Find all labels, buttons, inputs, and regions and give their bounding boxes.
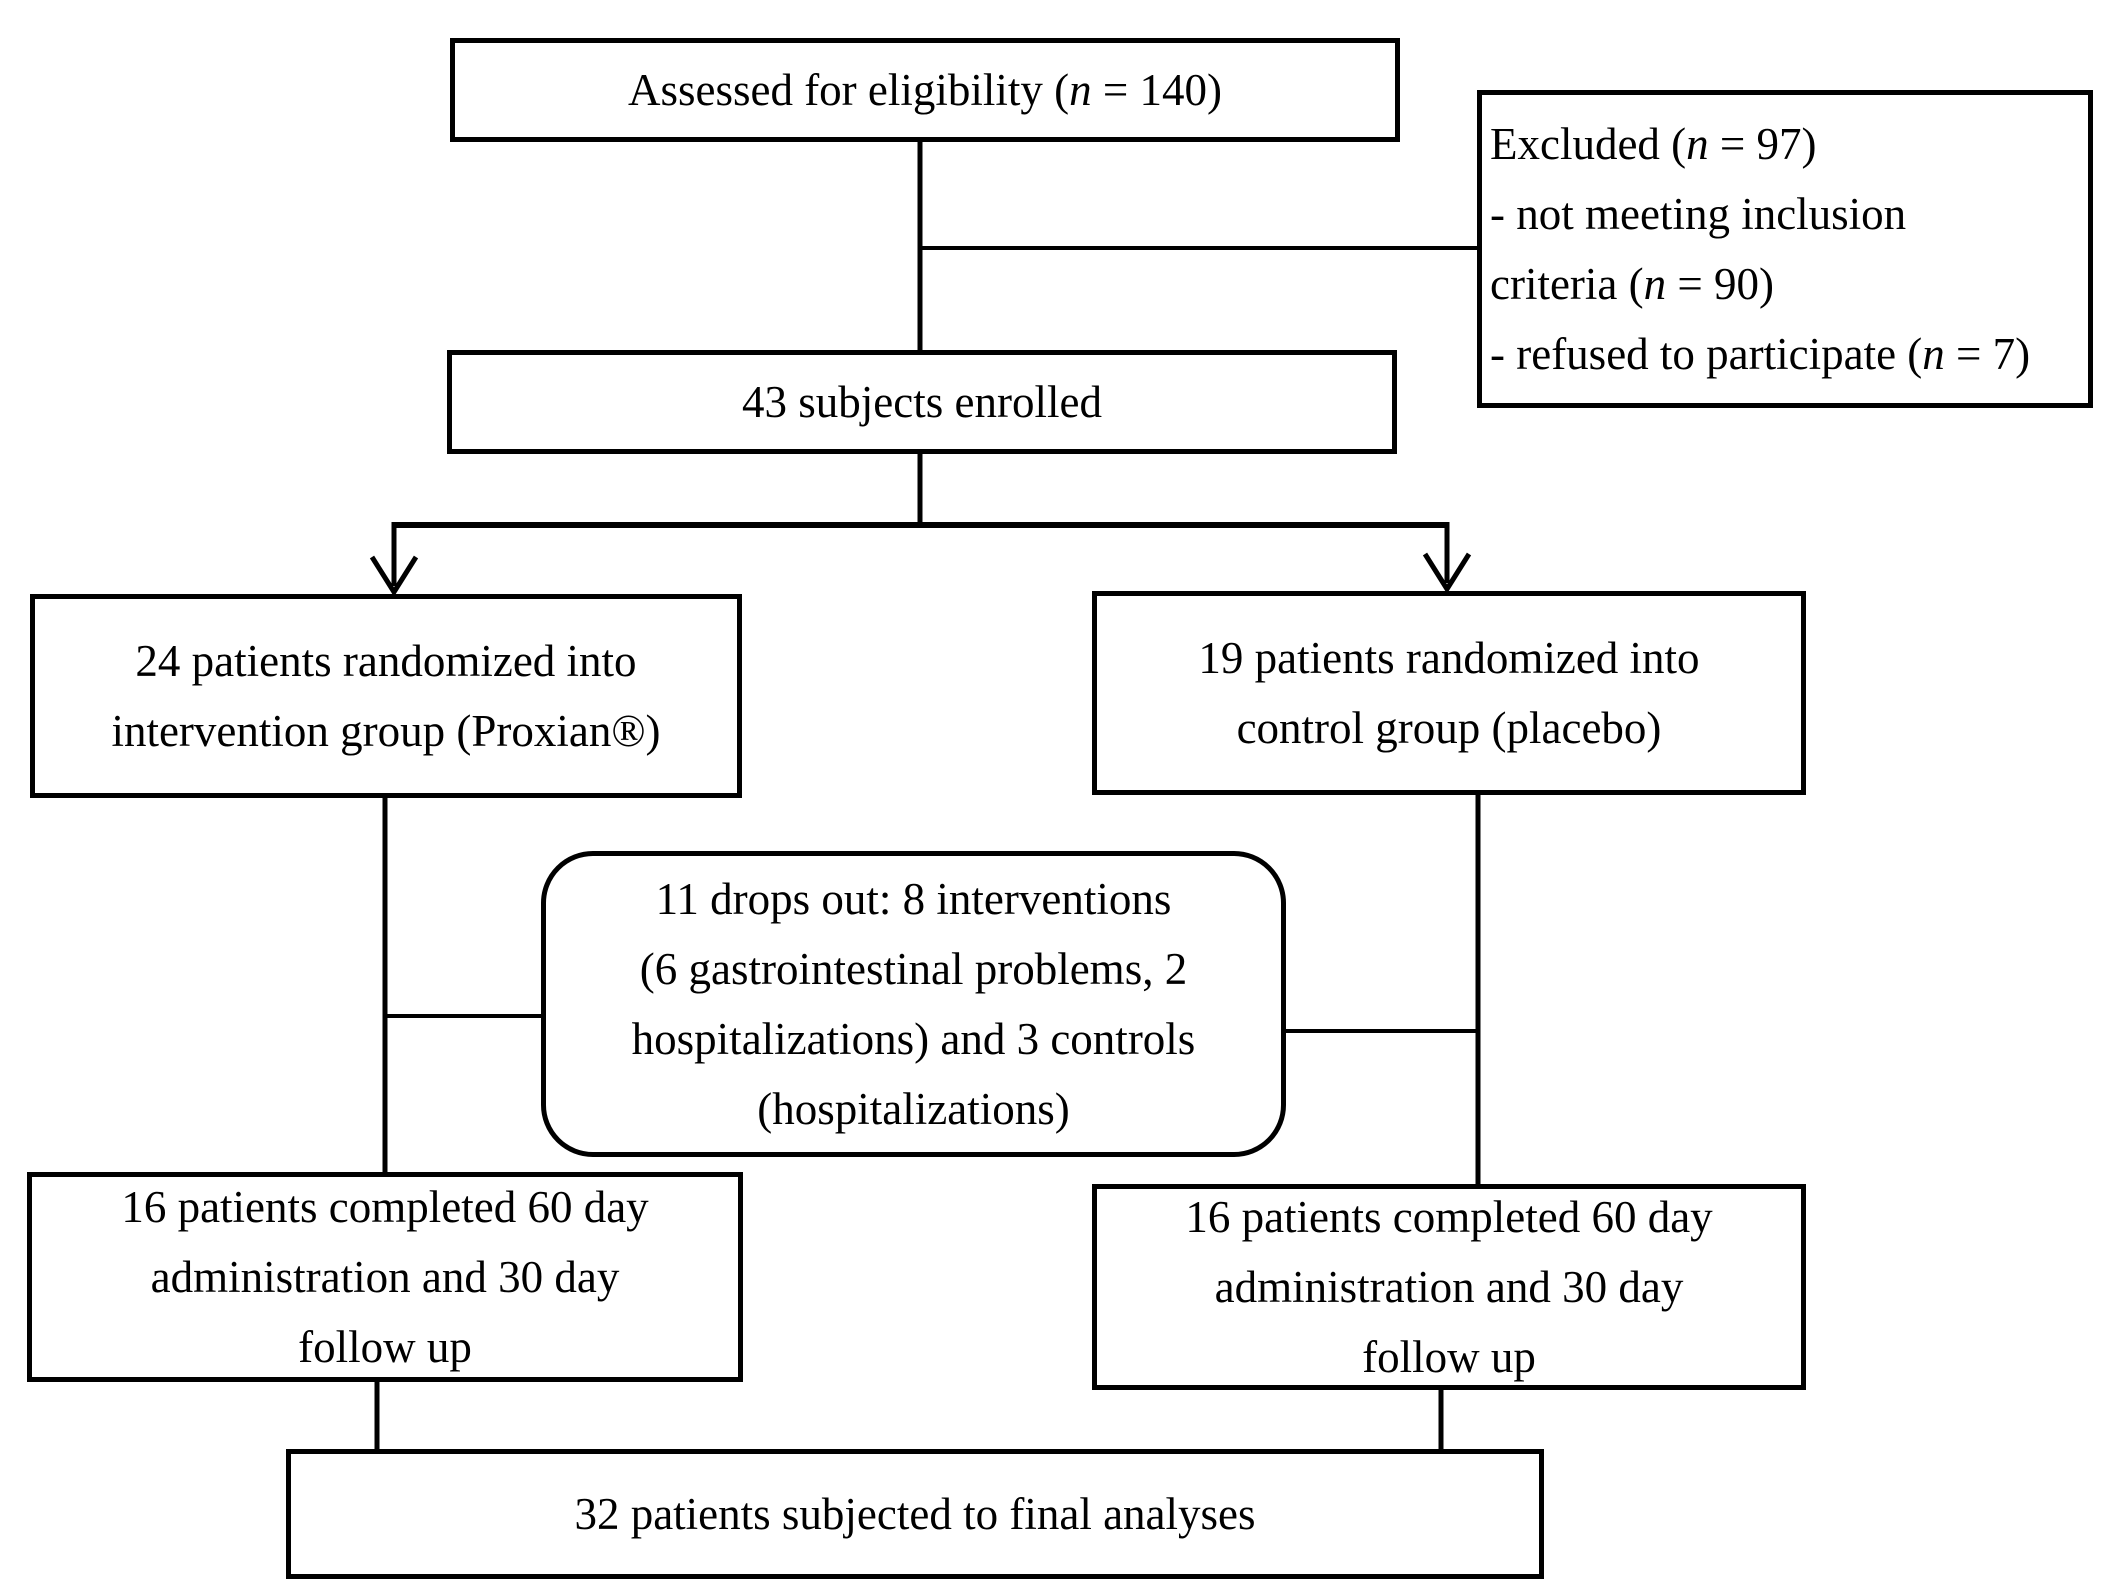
dropout-text: 11 drops out: 8 interventions(6 gastroin… [631,874,1196,1134]
box-excluded: Excluded (n = 97)- not meeting inclusion… [1477,90,2093,408]
assessed-eligibility-text: Assessed for eligibility (n = 140) [627,65,1223,115]
subjects-enrolled-text: 43 subjects enrolled [742,377,1102,427]
arrowhead-down-control-icon [1422,552,1472,594]
box-subjects-enrolled: 43 subjects enrolled [447,350,1397,454]
box-assessed-eligibility: Assessed for eligibility (n = 140) [450,38,1400,142]
arrowhead-down-intervention-icon [369,555,419,597]
final-analysis-text: 32 patients subjected to final analyses [574,1489,1256,1539]
box-final-analysis: 32 patients subjected to final analyses [286,1449,1544,1579]
excluded-text: Excluded (n = 97)- not meeting inclusion… [1490,119,2031,379]
box-dropout: 11 drops out: 8 interventions(6 gastroin… [541,851,1286,1157]
